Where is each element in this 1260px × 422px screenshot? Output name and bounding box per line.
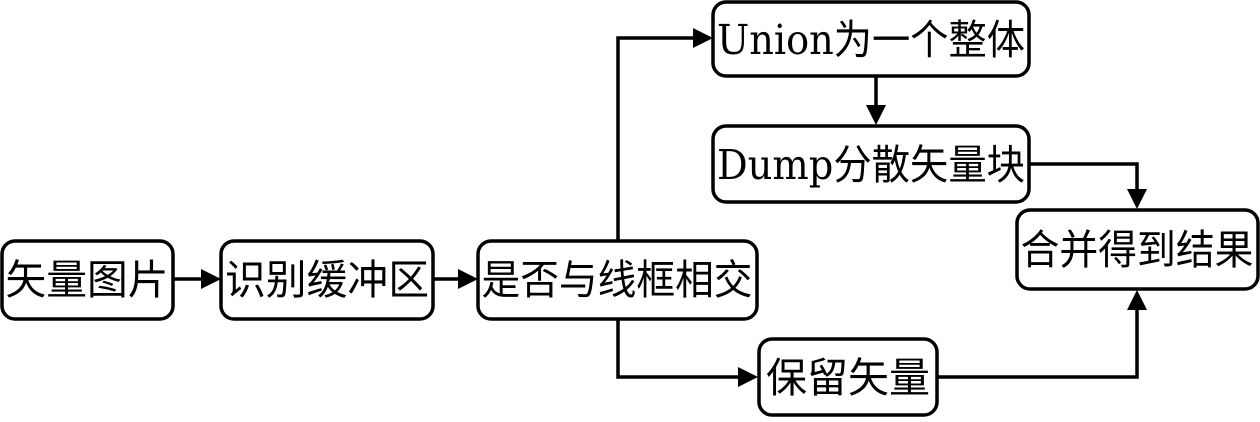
node-label: Union为一个整体 xyxy=(717,16,1025,64)
edge-union-whole-to-dump-blocks xyxy=(866,77,886,125)
node-keep-vector: 保留矢量 xyxy=(757,337,939,417)
arrowhead-icon xyxy=(458,269,478,289)
node-label: 矢量图片 xyxy=(6,256,169,304)
arrowhead-icon xyxy=(1127,189,1147,209)
arrowhead-icon xyxy=(866,105,886,125)
edges xyxy=(174,28,1147,387)
node-intersect-check: 是否与线框相交 xyxy=(476,239,759,321)
edge-keep-vector-to-merge-result xyxy=(938,290,1147,379)
arrowhead-icon xyxy=(693,28,713,48)
edge-identify-buffer-to-intersect-check xyxy=(433,269,478,289)
node-label: 识别缓冲区 xyxy=(225,256,429,304)
node-label: 保留矢量 xyxy=(766,354,930,402)
edge-vector-image-to-identify-buffer xyxy=(174,269,221,289)
edge-intersect-check-to-union-whole xyxy=(616,28,713,240)
node-dump-blocks: Dump分散矢量块 xyxy=(711,124,1031,204)
arrowhead-icon xyxy=(738,367,758,387)
node-label: 合并得到结果 xyxy=(1021,226,1254,274)
node-label: Dump分散矢量块 xyxy=(717,141,1025,189)
node-vector-image: 矢量图片 xyxy=(0,239,175,321)
arrowhead-icon xyxy=(1127,290,1147,310)
node-label: 是否与线框相交 xyxy=(482,256,753,304)
arrowhead-icon xyxy=(201,269,221,289)
edge-dump-blocks-to-merge-result xyxy=(1030,162,1147,209)
node-merge-result: 合并得到结果 xyxy=(1015,208,1260,291)
node-union-whole: Union为一个整体 xyxy=(711,0,1031,78)
edge-intersect-check-to-keep-vector xyxy=(616,320,758,387)
node-identify-buffer: 识别缓冲区 xyxy=(219,239,435,321)
